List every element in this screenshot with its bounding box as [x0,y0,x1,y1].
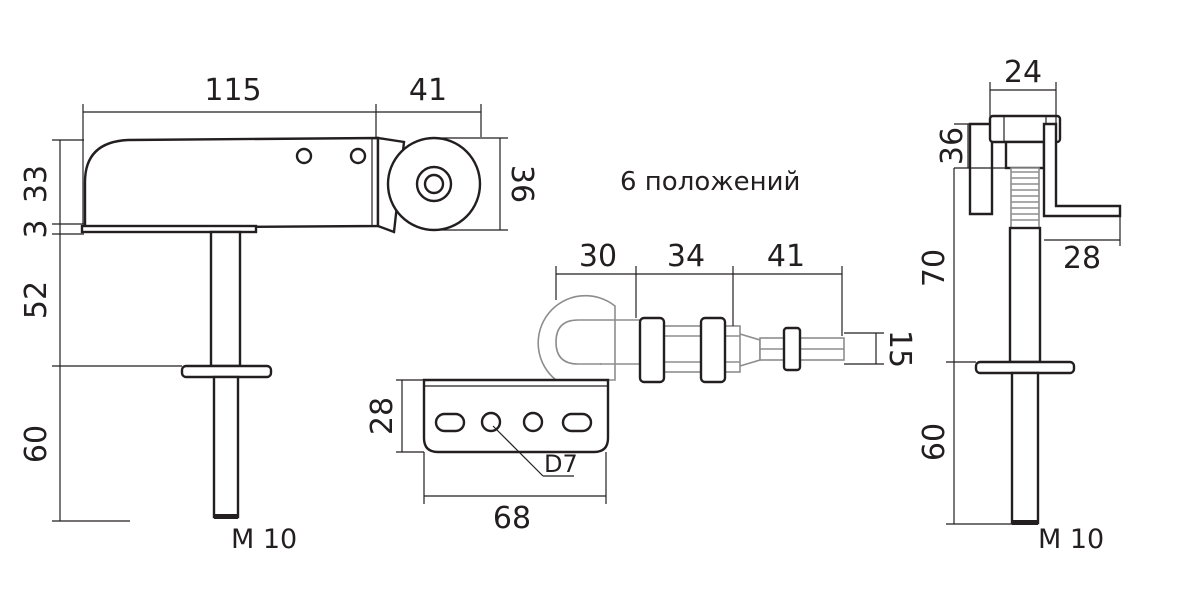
side-plate [80,224,258,234]
plate-hole-2 [480,411,502,433]
front-thread [1010,371,1040,525]
dim-15-label: 15 [882,330,917,368]
front-thread-tip [1012,520,1038,525]
front-arm [1042,122,1122,218]
positions-note: 6 положений [620,167,800,197]
side-housing [83,136,380,230]
front-stem [1008,226,1042,364]
dim-41-label: 41 [409,73,447,108]
side-thread-tip [214,514,238,519]
d7-label: D7 [544,450,578,478]
dim-41-label-top: 41 [767,239,805,274]
dim-60-label: 60 [19,425,54,463]
front-collar [1004,140,1046,170]
front-view: 24 36 70 60 28 M 10 [917,55,1122,555]
front-bracket-left [968,122,994,216]
top-view: D7 30 34 41 15 28 68 [365,239,917,536]
plate-hole-3 [522,411,544,433]
top-wheel-outline [537,294,616,381]
top-nut-1 [638,316,666,384]
dim-24-label: 24 [1004,55,1042,90]
side-thread-label: M 10 [231,524,297,555]
front-thread-lines [1011,171,1039,221]
dim-3-label: 3 [19,219,54,238]
dim-34-label: 34 [667,239,705,274]
dim-52-label: 52 [19,281,54,319]
front-threaded-body [1010,167,1040,229]
side-view: 115 41 33 3 52 60 36 M 10 [19,73,539,555]
front-thread-label: M 10 [1038,524,1104,555]
plate-slot-4 [561,412,593,433]
dim-28-label-front: 28 [1063,241,1101,276]
side-stem [209,230,242,368]
d7-leader [492,425,544,477]
side-hole-2 [349,147,367,165]
side-wheel-axle [423,173,445,195]
dim-30-label: 30 [579,239,617,274]
front-washer [974,360,1076,375]
dim-33-label: 33 [19,165,54,203]
dim-60-label-front: 60 [917,423,952,461]
side-washer [180,364,273,379]
dim-36-label-front: 36 [935,127,970,165]
top-end-nut [782,326,802,372]
dim-28-label: 28 [365,397,400,435]
plate-slot-1 [434,412,466,433]
top-mounting-plate [422,378,610,454]
top-nut-2 [699,316,727,384]
top-arm-outline [555,319,650,365]
side-thread [212,375,240,519]
side-wheel [386,136,482,232]
dim-115-label: 115 [204,73,261,108]
dim-68-label: 68 [493,501,531,536]
top-taper [739,333,761,367]
dim-36-label: 36 [504,165,539,203]
side-wheel-hub [415,165,453,203]
side-hole-1 [295,147,313,165]
dim-70-label: 70 [917,249,952,287]
